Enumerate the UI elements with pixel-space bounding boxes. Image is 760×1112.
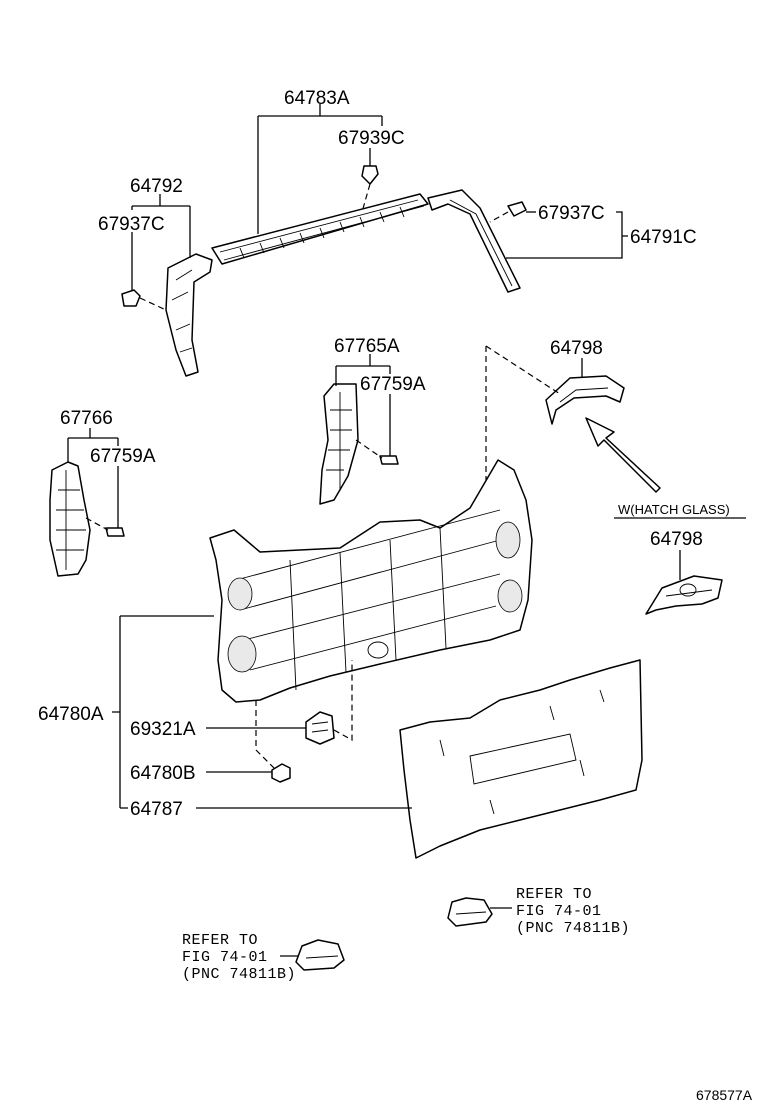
- back-door-trim-64780A[interactable]: [209, 459, 533, 703]
- label-67937C-left: 67937C: [98, 214, 165, 235]
- pillar-garnish-64791C[interactable]: [427, 189, 521, 293]
- label-64798-top: 64798: [550, 338, 603, 359]
- note-left-line1: REFER TO: [182, 932, 258, 949]
- note-left-line2: FIG 74-01: [182, 949, 268, 966]
- label-64792: 64792: [130, 176, 183, 197]
- header-trim-64783A[interactable]: [211, 193, 429, 265]
- label-64780A: 64780A: [38, 704, 104, 725]
- label-64798-bottom: 64798: [650, 529, 703, 550]
- side-trim-67765A[interactable]: [319, 383, 359, 505]
- label-67765A: 67765A: [334, 336, 400, 357]
- label-67759A-left: 67759A: [90, 446, 156, 467]
- clip-67939C[interactable]: [361, 165, 379, 213]
- pull-handle-69321A[interactable]: [305, 660, 353, 745]
- label-hatch-glass: W(HATCH GLASS): [618, 502, 730, 517]
- pillar-garnish-64792[interactable]: [165, 253, 213, 377]
- note-left-line3: (PNC 74811B): [182, 966, 296, 983]
- side-trim-67766[interactable]: [49, 461, 91, 577]
- label-64783A: 64783A: [284, 88, 350, 109]
- note-right-line1: REFER TO: [516, 886, 592, 903]
- label-69321A: 69321A: [130, 719, 196, 740]
- clip-64780B[interactable]: [255, 700, 291, 783]
- clip-67759A-left[interactable]: [85, 517, 125, 537]
- label-64787: 64787: [130, 799, 183, 820]
- cap-clip-right[interactable]: [447, 897, 493, 927]
- garnish-64798-bottom[interactable]: [645, 575, 723, 615]
- figure-code: 678577A: [696, 1087, 753, 1103]
- clip-67937C-left[interactable]: [121, 289, 167, 311]
- label-64780B: 64780B: [130, 763, 196, 784]
- garnish-64798-top[interactable]: [545, 375, 625, 425]
- clip-67937C-right[interactable]: [489, 201, 527, 223]
- label-64791C: 64791C: [630, 227, 697, 248]
- label-67759A-center: 67759A: [360, 374, 426, 395]
- cap-clip-left[interactable]: [295, 939, 345, 971]
- label-67939C: 67939C: [338, 128, 405, 149]
- clip-67759A-center[interactable]: [355, 439, 399, 465]
- label-67937C-right: 67937C: [538, 203, 605, 224]
- note-right-line3: (PNC 74811B): [516, 920, 630, 937]
- note-right-line2: FIG 74-01: [516, 903, 602, 920]
- arrow-icon: [585, 417, 661, 493]
- label-67766: 67766: [60, 408, 113, 429]
- silencer-pad-64787[interactable]: [399, 659, 643, 859]
